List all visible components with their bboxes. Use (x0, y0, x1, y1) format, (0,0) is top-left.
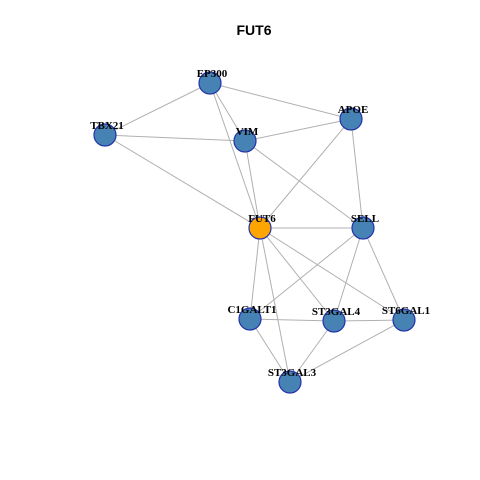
node-fut6[interactable] (248, 216, 272, 240)
edge-c1galt1-st3gal4 (249, 318, 335, 322)
edge-st3gal4-st6gal1 (333, 319, 405, 322)
node-ep300[interactable] (198, 71, 222, 95)
node-st3gal3[interactable] (278, 370, 302, 394)
node-c1galt1[interactable] (238, 307, 262, 331)
node-st3gal4[interactable] (322, 309, 346, 333)
edge-layer (104, 82, 405, 383)
edge-fut6-st3gal3 (259, 227, 291, 383)
edge-st3gal4-st3gal3 (289, 320, 335, 383)
node-st6gal1[interactable] (392, 308, 416, 332)
edge-ep300-apoe (209, 82, 352, 120)
node-vim[interactable] (233, 129, 257, 153)
edge-apoe-fut6 (259, 118, 352, 229)
edge-tbx21-fut6 (104, 134, 261, 229)
node-label-c1galt1: C1GALT1 (227, 304, 276, 316)
node-label-fut6: FUT6 (248, 213, 276, 225)
edge-c1galt1-st3gal3 (249, 318, 291, 383)
edge-ep300-tbx21 (104, 82, 211, 136)
edge-fut6-c1galt1 (249, 227, 261, 320)
node-label-ep300: EP300 (197, 68, 228, 80)
node-label-st3gal4: ST3GAL4 (312, 306, 361, 318)
node-sell[interactable] (351, 216, 375, 240)
diagram-title: FUT6 (237, 22, 272, 38)
node-label-apoe: APOE (338, 104, 369, 116)
edge-tbx21-vim (104, 134, 246, 142)
edge-fut6-st6gal1 (259, 227, 405, 321)
edge-sell-st6gal1 (362, 227, 405, 321)
edge-apoe-sell (350, 118, 364, 229)
node-label-st3gal3: ST3GAL3 (268, 367, 317, 379)
node-apoe[interactable] (339, 107, 363, 131)
node-tbx21[interactable] (93, 123, 117, 147)
edge-ep300-fut6 (209, 82, 261, 229)
edge-vim-fut6 (244, 140, 261, 229)
node-label-tbx21: TBX21 (90, 120, 124, 132)
node-label-st6gal1: ST6GAL1 (382, 305, 430, 317)
node-label-vim: VIM (236, 126, 259, 138)
edge-st6gal1-st3gal3 (289, 319, 405, 383)
edge-sell-st3gal4 (333, 227, 364, 322)
edge-vim-apoe (244, 118, 352, 142)
edge-fut6-st3gal4 (259, 227, 335, 322)
node-label-sell: SELL (351, 213, 379, 225)
edge-sell-c1galt1 (249, 227, 364, 320)
edge-vim-sell (244, 140, 364, 229)
